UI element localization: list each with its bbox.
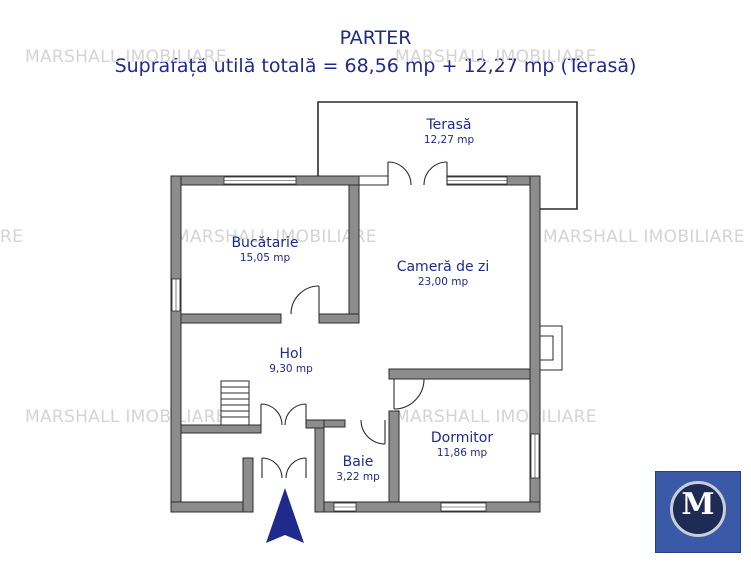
room-camera-de-zi-name: Cameră de zi — [396, 259, 490, 275]
room-baie: Baie 3,22 mp — [336, 454, 380, 484]
wall-bedroom-top — [388, 368, 531, 380]
wall-left — [170, 175, 182, 513]
wall-hall-lower-a — [180, 424, 262, 434]
room-terasa-area: 12,27 mp — [423, 134, 475, 146]
logo-letter: M — [681, 487, 715, 522]
door-entrance — [261, 457, 307, 479]
room-dormitor: Dormitor 11,86 mp — [431, 430, 493, 460]
room-bucatarie-area: 15,05 mp — [239, 252, 291, 264]
door-bath — [360, 419, 386, 445]
room-hol-name: Hol — [279, 346, 303, 362]
wall-niche-left — [242, 457, 254, 513]
watermark-2: MARSHALL IMOBILIARE — [395, 47, 597, 67]
wall-niche-right — [314, 419, 325, 513]
door-kitchen — [290, 285, 320, 315]
room-dormitor-name: Dormitor — [430, 430, 494, 446]
room-bucatarie-name: Bucătarie — [231, 235, 299, 251]
door-bedroom — [393, 378, 425, 410]
marshall-logo-icon: M — [655, 471, 741, 553]
room-bucatarie: Bucătarie 15,05 mp — [231, 235, 298, 265]
room-camera-de-zi: Cameră de zi 23,00 mp — [397, 259, 490, 289]
room-hol-area: 9,30 mp — [269, 363, 313, 375]
door-hall — [260, 403, 307, 426]
room-terasa: Terasă 12,27 mp — [424, 117, 474, 147]
room-camera-de-zi-area: 23,00 mp — [417, 276, 469, 288]
wall-top-mid — [358, 175, 389, 186]
room-terasa-name: Terasă — [426, 117, 472, 133]
terrace-outline — [317, 101, 578, 210]
watermark-7: MARSHALL IMOBILIARE — [395, 407, 597, 427]
wall-kitchen-bottom-b — [318, 313, 360, 324]
north-arrow-icon — [266, 488, 304, 543]
room-dormitor-area: 11,86 mp — [436, 447, 488, 459]
wall-hall-lower-b — [305, 419, 325, 429]
plan-subtitle: Suprafață utilă totală = 68,56 mp + 12,2… — [114, 55, 637, 77]
plan-title: PARTER — [339, 27, 412, 49]
logo-ring — [670, 481, 726, 537]
room-baie-area: 3,22 mp — [336, 471, 380, 483]
wall-bedroom-left — [388, 410, 400, 503]
stairs — [220, 380, 250, 426]
wall-bottom-left — [170, 501, 254, 513]
wall-kitchen-right — [348, 184, 360, 324]
watermark-3: RE — [0, 227, 24, 247]
room-baie-name: Baie — [342, 454, 374, 470]
watermark-4: MARSHALL IMOBILIARE — [175, 227, 377, 247]
wall-kitchen-bottom-a — [180, 313, 282, 324]
room-hol: Hol 9,30 mp — [269, 346, 313, 376]
wall-bath-top — [323, 419, 346, 428]
watermark-1: MARSHALL IMOBILIARE — [25, 47, 227, 67]
watermark-5: MARSHALL IMOBILIARE — [543, 227, 745, 247]
door-terrace — [387, 161, 448, 186]
